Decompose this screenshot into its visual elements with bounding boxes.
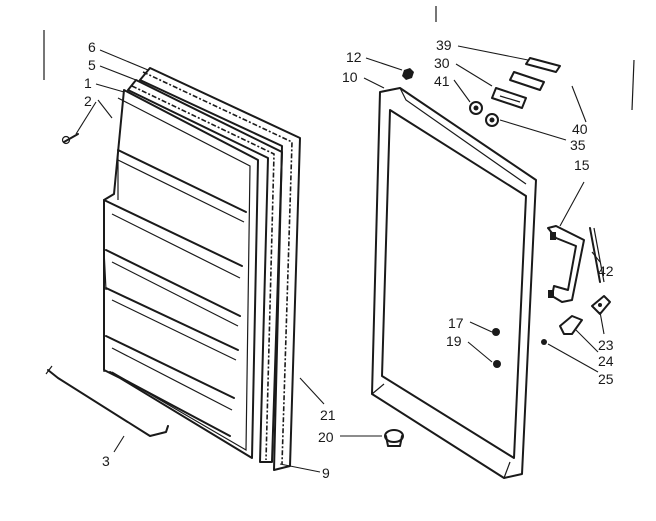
callout-30: 30 xyxy=(434,55,450,71)
hinge-bushing-bottom xyxy=(384,429,404,447)
handle-top-trim xyxy=(491,57,561,109)
callout-2: 2 xyxy=(84,93,92,109)
callout-labels: 6 5 1 2 3 21 20 9 12 10 39 30 41 40 35 1… xyxy=(84,37,614,481)
callout-21: 21 xyxy=(320,407,336,423)
callout-20: 20 xyxy=(318,429,334,445)
door-stop-top xyxy=(402,68,414,80)
lock-fasteners xyxy=(492,328,547,368)
scan-artifact xyxy=(631,59,635,111)
lock-cam xyxy=(559,315,583,335)
callout-9: 9 xyxy=(322,465,330,481)
outer-door-panel xyxy=(371,87,537,479)
leader-lines xyxy=(75,45,605,473)
callout-12: 12 xyxy=(346,49,362,65)
callout-5: 5 xyxy=(88,57,96,73)
callout-40: 40 xyxy=(572,121,588,137)
door-liner-screw xyxy=(61,133,79,145)
callout-19: 19 xyxy=(446,333,462,349)
lock-cylinder xyxy=(591,295,611,315)
callout-42: 42 xyxy=(598,263,614,279)
callout-39: 39 xyxy=(436,37,452,53)
handle-top-screws xyxy=(469,101,499,127)
callout-24: 24 xyxy=(598,353,614,369)
callout-35: 35 xyxy=(570,137,586,153)
callout-25: 25 xyxy=(598,371,614,387)
callout-6: 6 xyxy=(88,39,96,55)
door-handle xyxy=(547,225,585,303)
callout-17: 17 xyxy=(448,315,464,331)
door-gasket-layer xyxy=(139,67,301,471)
door-breaker-strip xyxy=(127,79,283,463)
callout-3: 3 xyxy=(102,453,110,469)
callout-1: 1 xyxy=(84,75,92,91)
callout-41: 41 xyxy=(434,73,450,89)
callout-10: 10 xyxy=(342,69,358,85)
callout-15: 15 xyxy=(574,157,590,173)
callout-23: 23 xyxy=(598,337,614,353)
door-liner xyxy=(103,89,259,459)
shelf-rail-wire xyxy=(45,365,169,437)
